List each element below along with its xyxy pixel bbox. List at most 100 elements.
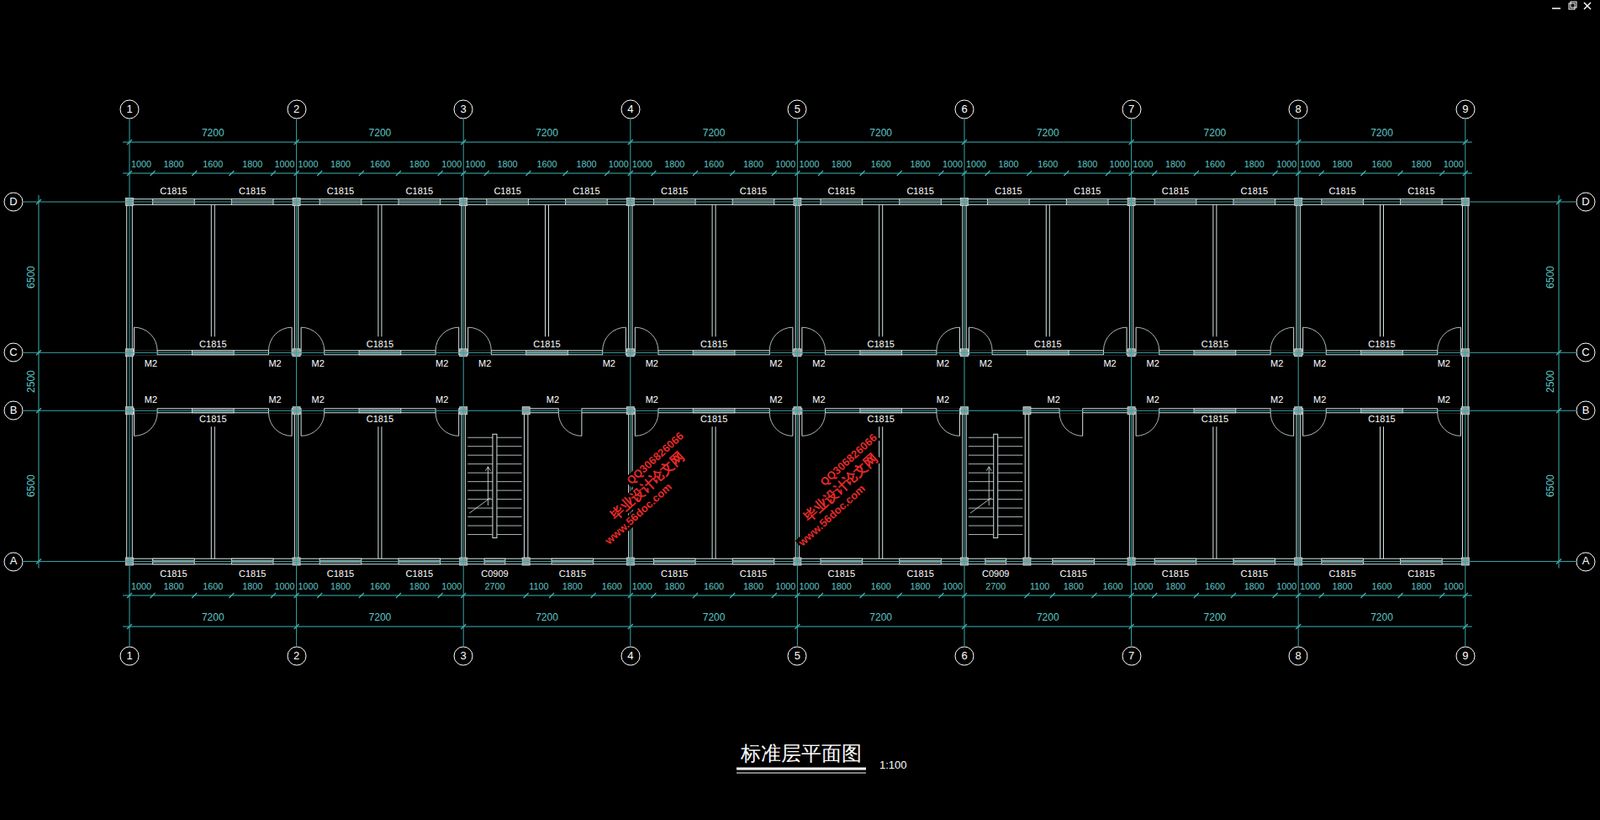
door-tag: M2 (478, 358, 492, 369)
dimension-text: 1800 (1077, 159, 1098, 170)
door-swing (1437, 412, 1462, 437)
window-tag: C1815 (906, 185, 934, 196)
axis-line (23, 410, 1576, 412)
axis-bubble: B (1575, 400, 1596, 421)
window-symbol (231, 559, 274, 561)
dim-tick (1439, 592, 1445, 598)
dim-tick (523, 592, 529, 598)
dimension-text: 1100 (1029, 581, 1050, 592)
dim-tick (316, 592, 323, 598)
axis-number: 5 (794, 103, 801, 116)
dim-tick (1193, 170, 1199, 176)
window-tag: C1815 (739, 185, 767, 196)
door-leaf (1135, 412, 1137, 437)
door-tag: M2 (1313, 394, 1326, 405)
stair-step (467, 454, 493, 456)
door-leaf (959, 412, 961, 437)
window-symbol (1154, 200, 1197, 201)
window-symbol (1066, 200, 1109, 201)
wall-line (1296, 410, 1298, 561)
dimension-text: 1800 (910, 159, 931, 170)
dimension-text: 1800 (330, 159, 351, 170)
bubble-circle (1576, 192, 1595, 212)
bubble-circle (1122, 646, 1141, 666)
minimize-icon (1552, 7, 1561, 10)
dim-tick (1360, 592, 1366, 598)
window-symbol (1066, 202, 1109, 204)
wall-line (126, 201, 127, 562)
dimension-text: 1000 (274, 159, 296, 170)
window-tag: C1815 (1240, 185, 1268, 196)
axis-line (1298, 119, 1300, 646)
stair-step (998, 516, 1024, 518)
door-tag: M2 (1145, 394, 1159, 405)
dim-tick (729, 592, 735, 598)
bubble-circle (4, 552, 23, 571)
window-symbol (398, 200, 441, 201)
door-swing (134, 412, 159, 437)
wall-line (1379, 426, 1381, 559)
window-symbol (732, 559, 775, 561)
dimension-text: 1800 (497, 159, 518, 170)
dimension-text: 7200 (369, 612, 392, 624)
door-tag: M2 (1270, 358, 1284, 369)
window-symbol (1154, 561, 1197, 563)
dim-tick (1360, 170, 1366, 176)
axis-bubble: 8 (1288, 645, 1309, 666)
axis-bubble: A (3, 551, 24, 572)
door-leaf (300, 412, 302, 437)
window-symbol (398, 559, 441, 561)
dim-tick (1151, 170, 1157, 176)
window-symbol (153, 559, 196, 561)
stair-step (496, 516, 523, 518)
dimension-text: 1600 (1371, 159, 1392, 170)
window-symbol (1321, 561, 1364, 563)
window-tag: C1815 (1407, 185, 1435, 196)
door-swing (1103, 327, 1128, 351)
window-tag: C1815 (1367, 413, 1395, 424)
stair-step (467, 533, 493, 535)
dimension-text: 1600 (1103, 581, 1124, 592)
window-tag: C1815 (866, 338, 894, 349)
stair-step (968, 445, 994, 447)
axis-line (129, 119, 131, 646)
dim-tick (484, 170, 490, 176)
axis-number: A (1582, 554, 1590, 567)
window-symbol (653, 559, 696, 561)
dimension-text: 1800 (831, 159, 852, 170)
axis-bubble: 4 (620, 645, 641, 666)
wall-line (544, 204, 546, 337)
door-swing (1059, 412, 1083, 437)
stair-step (496, 490, 523, 492)
window-tag: C1815 (700, 338, 728, 349)
door-swing (269, 327, 293, 351)
axis-bubble: 3 (453, 99, 474, 120)
dim-tick (771, 592, 777, 598)
dimension-text: 1600 (871, 159, 892, 170)
dimension-text: 1800 (1410, 581, 1432, 592)
dimension-text: 7200 (702, 612, 726, 624)
wall-line (628, 201, 629, 353)
axis-number: 7 (1128, 103, 1135, 116)
window-symbol (899, 202, 942, 204)
door-swing (802, 327, 826, 351)
window-symbol (1233, 200, 1276, 201)
stair-step (467, 445, 493, 447)
dimension-text: 7200 (369, 127, 392, 139)
stair-step (496, 525, 523, 527)
door-tag: M2 (1145, 358, 1159, 369)
wall-line (377, 204, 379, 337)
dim-line (1558, 195, 1560, 569)
dim-tick (1024, 592, 1030, 598)
window-tag: C1815 (406, 568, 434, 579)
bubble-circle (787, 100, 807, 119)
dimension-text: 1000 (608, 159, 629, 170)
axis-number: 9 (1462, 103, 1468, 116)
window-symbol (1233, 202, 1276, 204)
wall-line (1462, 201, 1463, 562)
dim-tick (985, 170, 991, 176)
axis-bubble: 8 (1288, 99, 1309, 120)
door-swing (300, 327, 325, 351)
bubble-circle (120, 100, 139, 119)
wall-line (966, 201, 967, 353)
